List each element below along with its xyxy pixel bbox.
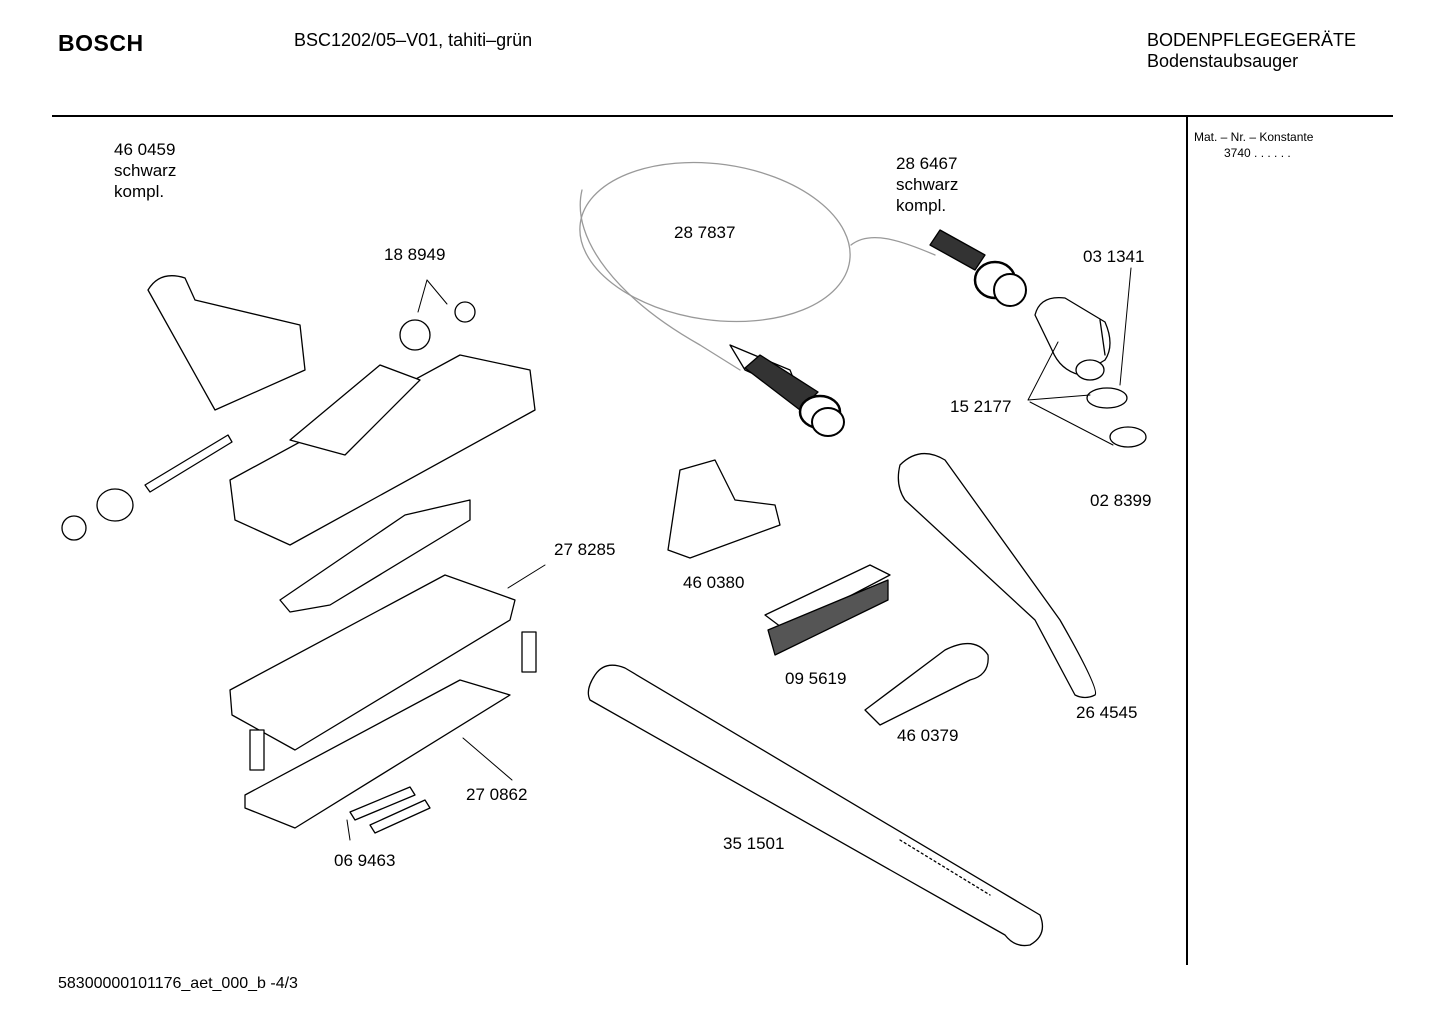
part-label-27-0862: 27 0862 <box>466 785 528 804</box>
part-label-15-2177: 15 2177 <box>950 397 1012 416</box>
elbow-connector <box>1034 296 1111 381</box>
part-label-06-9463: 06 9463 <box>334 851 396 870</box>
material-number-value: 3740 . . . . . . <box>1224 146 1291 160</box>
ring-clip <box>1086 387 1128 409</box>
hose-end-lower <box>729 344 845 437</box>
document-id: 58300000101176_aet_000_b -4/3 <box>58 975 298 992</box>
sidebar-divider <box>1186 116 1188 965</box>
tube-spring <box>899 839 991 896</box>
wheel-set <box>399 301 476 351</box>
part-label-18-8949: 18 8949 <box>384 245 446 264</box>
lever <box>279 499 471 613</box>
part-label-02-8399: 02 8399 <box>1090 491 1152 510</box>
model-title: BSC1202/05–V01, tahiti–grün <box>294 30 533 50</box>
part-label-46-0380: 46 0380 <box>683 573 745 592</box>
part-label-28-7837: 28 7837 <box>674 223 736 242</box>
floor-nozzle <box>147 275 536 546</box>
part-label-26-4545: 26 4545 <box>1076 703 1138 722</box>
telescopic-tube <box>587 664 1044 947</box>
ring-seal <box>1109 426 1147 448</box>
felt-strips <box>349 786 431 834</box>
upholstery-nozzle <box>667 459 781 559</box>
part-label-03-1341: 03 1341 <box>1083 247 1145 266</box>
category-subtitle: Bodenstaubsauger <box>1147 51 1299 71</box>
curved-handle <box>897 453 1097 699</box>
crevice-tool <box>864 643 989 726</box>
axle-rod <box>61 434 233 541</box>
sole-plate <box>229 574 516 751</box>
material-number-label: Mat. – Nr. – Konstante <box>1194 130 1314 144</box>
hose-end-upper <box>929 229 1027 307</box>
part-label-35-1501: 35 1501 <box>723 834 785 853</box>
sole-plate-lower <box>244 679 511 829</box>
hose-loop <box>579 161 936 371</box>
brand-logo: BOSCH <box>58 30 144 56</box>
springs <box>249 631 537 771</box>
leader-lines <box>346 267 1132 841</box>
part-label-09-5619: 09 5619 <box>785 669 847 688</box>
part-label-27-8285: 27 8285 <box>554 540 616 559</box>
category-title: BODENPFLEGEGERÄTE <box>1147 30 1357 50</box>
header-divider <box>52 115 1393 117</box>
part-label-46-0379: 46 0379 <box>897 726 959 745</box>
dust-brush <box>764 564 891 656</box>
